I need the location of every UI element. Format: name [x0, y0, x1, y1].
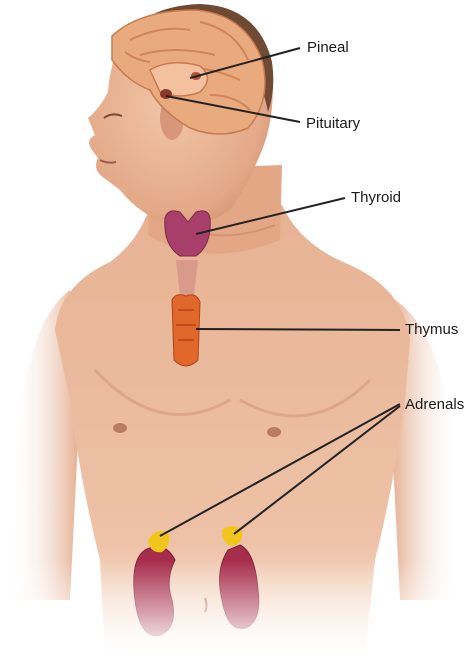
- right-nipple: [267, 427, 281, 437]
- label-adrenals: Adrenals: [405, 397, 464, 412]
- label-thyroid: Thyroid: [351, 190, 401, 205]
- thymus-gland: [172, 295, 200, 366]
- label-pineal: Pineal: [307, 40, 349, 55]
- thymus-leader-line: [196, 329, 400, 330]
- label-pituitary: Pituitary: [306, 116, 360, 131]
- label-thymus: Thymus: [405, 322, 458, 337]
- left-nipple: [113, 423, 127, 433]
